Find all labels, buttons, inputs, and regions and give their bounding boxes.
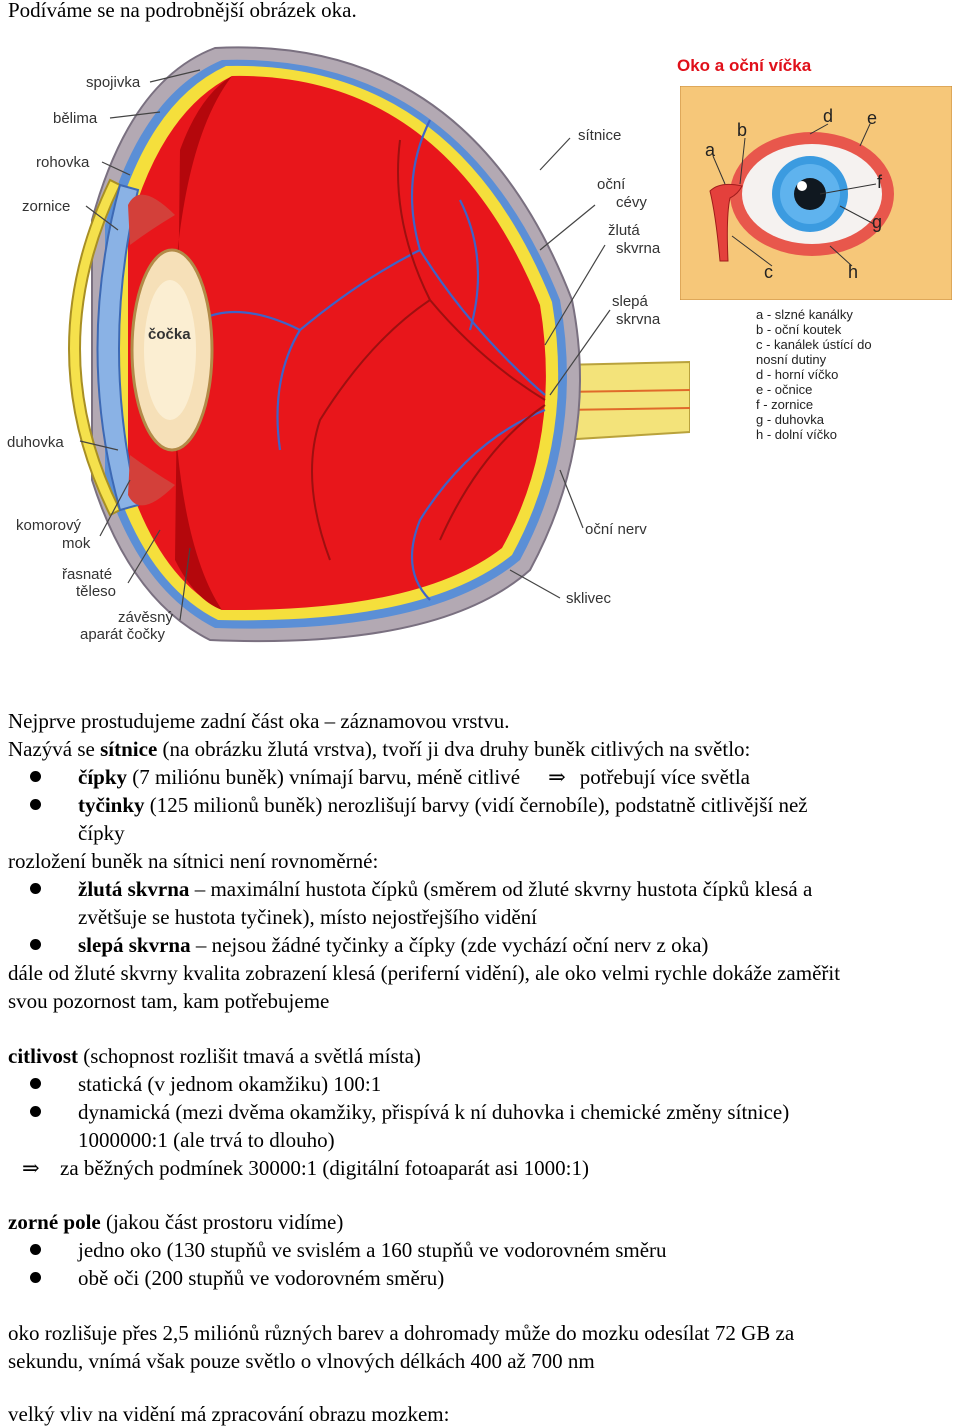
eyelid-legend-item: f - zornice <box>756 397 814 412</box>
eyelid-legend-item: d - horní víčko <box>756 367 839 382</box>
text-span: (jakou část prostoru vidíme) <box>100 1210 344 1234</box>
eyelid-letter-d: d <box>823 106 834 126</box>
term-zluta-skvrna: žlutá skvrna <box>78 877 190 901</box>
implies-arrow-icon: ⇒ <box>548 765 566 789</box>
text-span: Nazývá se <box>8 737 101 761</box>
eyelid-letter-g: g <box>872 212 883 232</box>
text-span: potřebují více světla <box>579 765 750 789</box>
bullet-icon <box>30 1272 41 1283</box>
paragraph-line: Nejprve prostudujeme zadní část oka – zá… <box>8 709 510 733</box>
label-slepa: slepá <box>612 293 648 310</box>
label-aparat-cocky: aparát čočky <box>80 626 166 643</box>
bullet-item-continuation: čípky <box>78 821 125 845</box>
term-zorne-pole: zorné pole <box>8 1210 101 1234</box>
bullet-icon <box>30 1244 41 1255</box>
bullet-item: čípky (7 miliónu buněk) vnímají barvu, m… <box>78 763 750 791</box>
text-span: – nejsou žádné tyčinky a čípky (zde vych… <box>190 933 709 957</box>
eyelid-letter-h: h <box>848 262 859 282</box>
bullet-item: jedno oko (130 stupňů ve svislém a 160 s… <box>78 1238 667 1262</box>
label-ocni-nerv: oční nerv <box>585 521 647 538</box>
label-sitnice: sítnice <box>578 127 622 144</box>
eyelid-legend-item: h - dolní víčko <box>756 427 837 442</box>
label-cocka: čočka <box>148 326 191 343</box>
intro-text: Podíváme se na podrobnější obrázek oka. <box>8 0 357 22</box>
cornea <box>68 178 122 517</box>
bullet-item-continuation: 1000000:1 (ale trvá to dlouho) <box>78 1128 335 1152</box>
bullet-icon <box>30 883 41 894</box>
eyelid-illustration <box>680 86 952 300</box>
bullet-item: statická (v jednom okamžiku) 100:1 <box>78 1072 382 1096</box>
text-span: (schopnost rozlišit tmavá a světlá místa… <box>77 1044 421 1068</box>
label-teleso: těleso <box>76 583 117 600</box>
label-cevy: cévy <box>616 194 647 211</box>
eyelid-legend-item: c - kanálek ústící do <box>756 337 872 352</box>
bullet-icon <box>30 1078 41 1089</box>
term-tycinky: tyčinky <box>78 793 145 817</box>
bullet-icon <box>30 1106 41 1117</box>
eyelid-figure-title: Oko a oční víčka <box>677 56 812 75</box>
text-span: (7 miliónu buněk) vnímají barvu, méně ci… <box>127 765 521 789</box>
bullet-item: žlutá skvrna – maximální hustota čípků (… <box>78 875 812 903</box>
bullet-item: dynamická (mezi dvěma okamžiky, přispívá… <box>78 1100 790 1124</box>
eyelid-letter-a: a <box>705 140 716 160</box>
bullet-item: slepá skvrna – nejsou žádné tyčinky a čí… <box>78 931 708 959</box>
label-zluta: žlutá <box>608 222 640 239</box>
bullet-item: tyčinky (125 milionů buněk) nerozlišují … <box>78 791 808 819</box>
term-slepa-skvrna: slepá skvrna <box>78 933 191 957</box>
paragraph-line: velký vliv na vidění má zpracování obraz… <box>8 1402 450 1426</box>
bullet-icon <box>30 799 41 810</box>
eyelid-letter-f: f <box>877 172 883 192</box>
paragraph-line: zorné pole (jakou část prostoru vidíme) <box>8 1208 343 1236</box>
label-mok: mok <box>62 535 91 552</box>
label-skrvna: skrvna <box>616 311 661 328</box>
bullet-icon <box>30 771 41 782</box>
term-citlivost: citlivost <box>8 1044 78 1068</box>
term-cipky: čípky <box>78 765 128 789</box>
eyelid-letter-e: e <box>867 108 878 128</box>
label-skvrna: skvrna <box>616 240 661 257</box>
label-spojivka: spojivka <box>86 74 141 91</box>
paragraph-line: dále od žluté skvrny kvalita zobrazení k… <box>8 961 841 985</box>
text-span: (na obrázku žlutá vrstva), tvoří ji dva … <box>157 737 751 761</box>
paragraph-line: sekundu, vnímá však pouze světlo o vlnov… <box>8 1349 595 1373</box>
term-sitnice: sítnice <box>100 737 158 761</box>
text-span: – maximální hustota čípků (směrem od žlu… <box>189 877 813 901</box>
label-duhovka: duhovka <box>7 434 64 451</box>
label-zavesny: závěsný <box>118 609 174 626</box>
iris <box>96 183 140 512</box>
eyelid-legend-item: e - očnice <box>756 382 813 397</box>
bullet-item: obě oči (200 stupňů ve vodorovném směru) <box>78 1266 445 1290</box>
label-sklivec: sklivec <box>566 590 612 607</box>
bullet-item-continuation: zvětšuje se hustota tyčinek), místo nejo… <box>78 905 537 929</box>
implies-arrow-icon: ⇒ <box>22 1156 40 1180</box>
bullet-icon <box>30 939 41 950</box>
label-zornice: zornice <box>22 198 71 215</box>
paragraph-line: rozložení buněk na sítnici není rovnoměr… <box>8 849 379 873</box>
text-span: (125 milionů buněk) nerozlišují barvy (v… <box>144 793 808 817</box>
label-ocni: oční <box>597 176 626 193</box>
paragraph-line: svou pozornost tam, kam potřebujeme <box>8 989 330 1013</box>
eyelid-legend-item: b - oční koutek <box>756 322 842 337</box>
label-rasnate: řasnaté <box>62 566 113 583</box>
tear-duct <box>709 183 743 262</box>
label-komorovy: komorový <box>16 517 82 534</box>
eyelid-legend-item: nosní dutiny <box>756 352 827 367</box>
eye-cross-section-illustration <box>68 46 690 643</box>
paragraph-line: oko rozlišuje přes 2,5 miliónů různých b… <box>8 1321 795 1345</box>
label-belima: bělima <box>53 110 98 127</box>
paragraph-line: za běžných podmínek 30000:1 (digitální f… <box>60 1156 589 1180</box>
label-rohovka: rohovka <box>36 154 90 171</box>
eyelid-letter-c: c <box>764 262 773 282</box>
paragraph-line: Nazývá se sítnice (na obrázku žlutá vrst… <box>8 735 750 763</box>
eyelid-legend-item: g - duhovka <box>756 412 824 427</box>
paragraph-line: citlivost (schopnost rozlišit tmavá a sv… <box>8 1042 421 1070</box>
vitreous-body <box>128 75 546 611</box>
eyelid-legend-item: a - slzné kanálky <box>756 307 853 322</box>
eyelid-letter-b: b <box>737 120 748 140</box>
blood-vessels <box>199 119 546 601</box>
